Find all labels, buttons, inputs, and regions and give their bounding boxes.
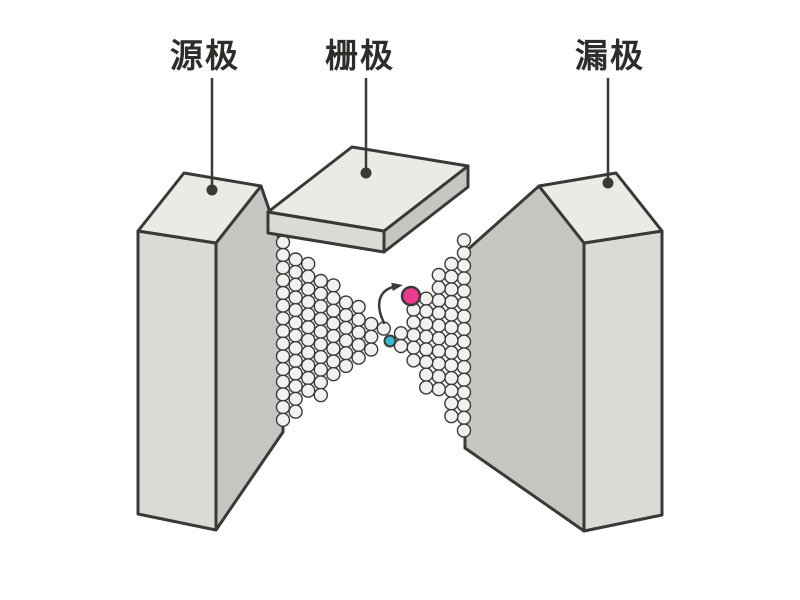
electron-hop-arrowhead	[391, 282, 403, 291]
drain-label: 漏极	[575, 37, 645, 74]
gate-label: 栅极	[325, 37, 395, 74]
source-label: 源极	[170, 37, 240, 74]
drain-electrode-front-face	[582, 229, 664, 533]
drain-electrode-top-face	[537, 171, 664, 245]
source-anchor-dot	[206, 184, 218, 196]
source-electrode	[136, 171, 285, 532]
drain-leader	[602, 78, 614, 189]
source-electrode-top-face	[136, 171, 263, 245]
drain-anchor-dot	[602, 177, 614, 189]
source-electrode-front-face	[136, 229, 218, 532]
drain-particle-cone	[393, 233, 472, 438]
electron-hop-arrow	[377, 284, 399, 325]
electron-dot-cyan	[383, 334, 397, 348]
gate-anchor-dot	[360, 167, 372, 179]
source-particle-cone	[275, 235, 391, 427]
drain-electrode-left-face	[463, 184, 586, 533]
drain-electrode	[463, 171, 664, 533]
gate-electrode	[266, 145, 470, 254]
gate-electrode-top-face	[266, 145, 470, 233]
gate-leader	[360, 78, 372, 179]
source-leader	[206, 78, 218, 196]
electron-dot-pink	[400, 285, 422, 307]
source-electrode-right-face	[214, 184, 285, 532]
